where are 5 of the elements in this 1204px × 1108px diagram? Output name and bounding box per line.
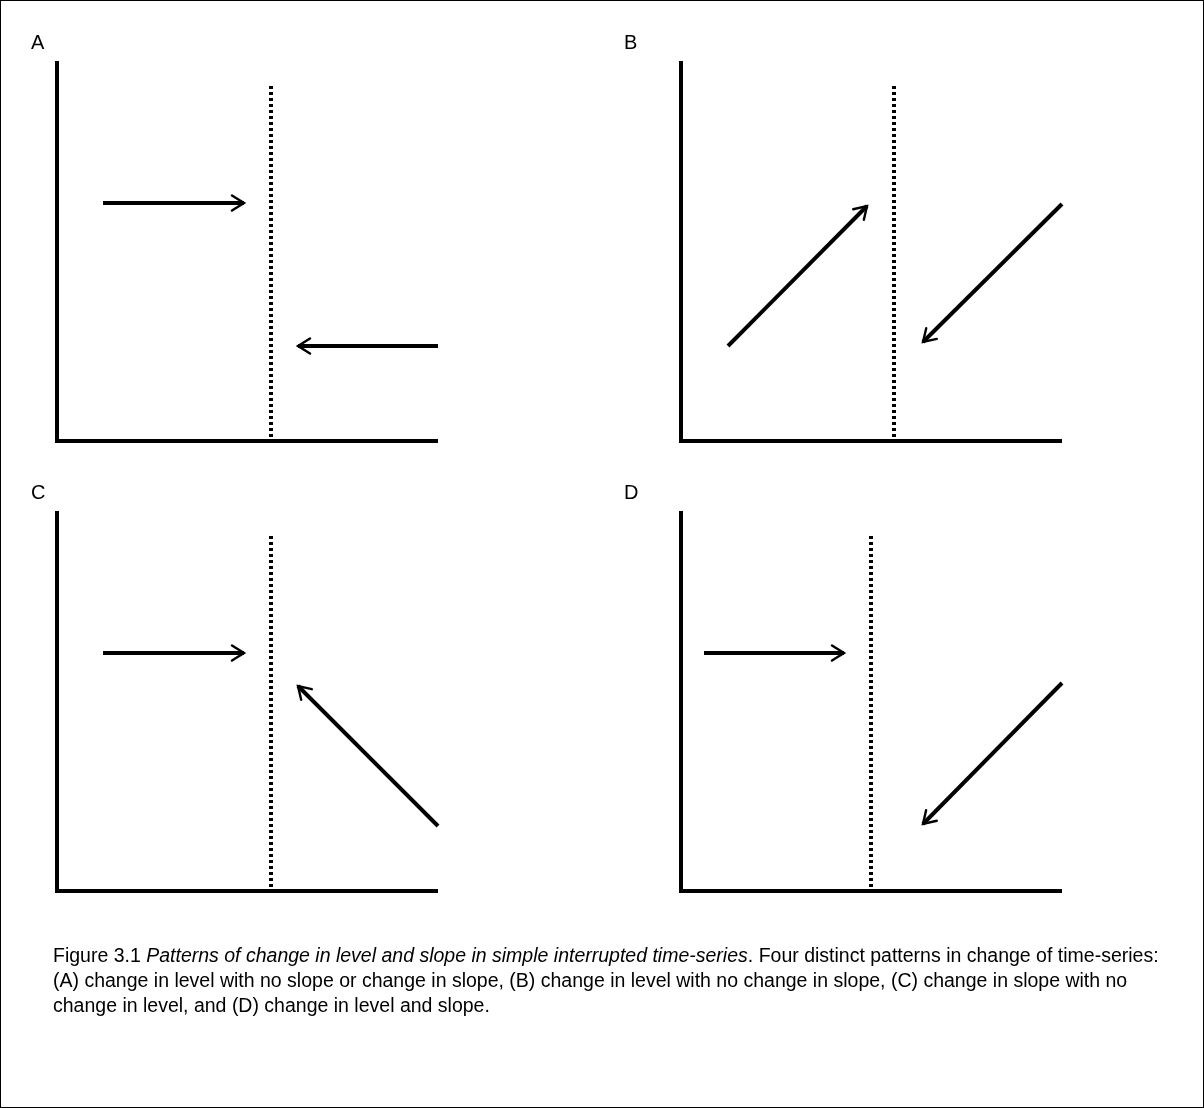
- panel-label: A: [31, 31, 45, 53]
- panel-label: B: [624, 31, 638, 53]
- figure-caption: Figure 3.1 Patterns of change in level and slope in simple interrupted time-series. Four distinct patterns in change of time-series: (A) change in level with no slope or change in slope, (B) change in level with no change in slope, (C) change in slope with no change in level, and (D) change in level and slope.: [53, 943, 1160, 1018]
- panel-label: D: [624, 481, 639, 503]
- panel-label: C: [31, 481, 46, 503]
